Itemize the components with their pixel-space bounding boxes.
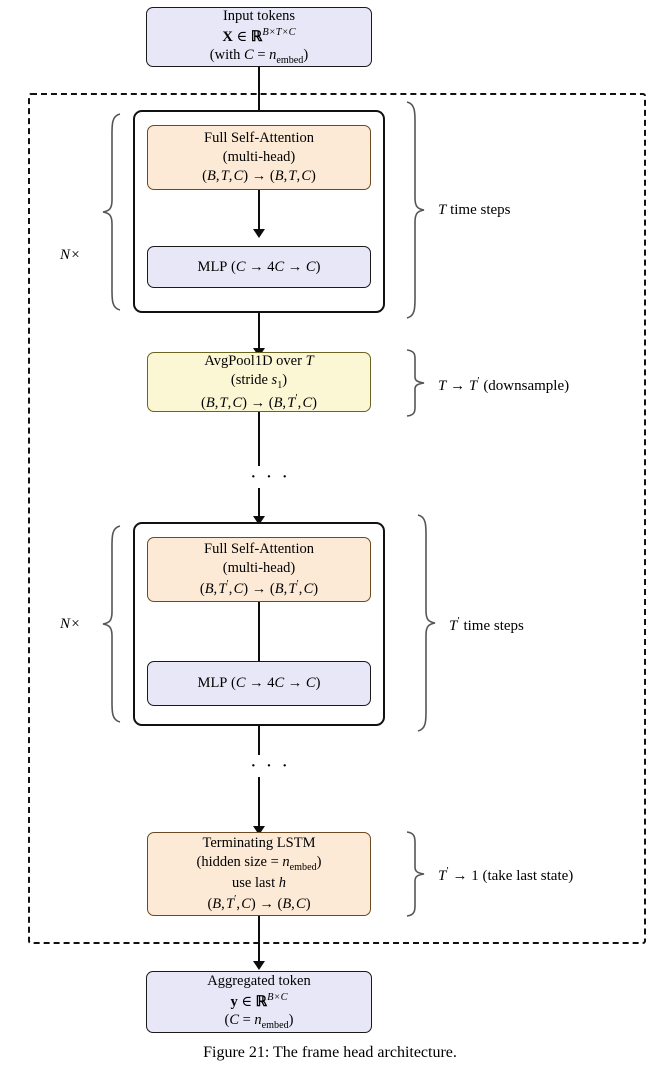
attn1-line1: Full Self-Attention: [204, 130, 314, 147]
lstm-line1: Terminating LSTM: [202, 835, 316, 852]
ellipsis-2: · · ·: [245, 755, 295, 777]
connector-lstm-to-output: [258, 916, 260, 968]
downsample-brace: [405, 348, 427, 418]
full-self-attention-1-box: Full Self-Attention (multi-head) (B, T, …: [147, 125, 371, 190]
arrowhead-lstm-to-output: [253, 961, 265, 970]
connector-attn2-to-mlp2: [258, 602, 260, 662]
repeat-label-2: N ×: [60, 616, 80, 632]
repeating-stack-region: [28, 93, 646, 944]
repeat-label-1: N ×: [60, 247, 80, 263]
attn1-line2: (multi-head): [222, 149, 296, 166]
output-line2: y ∈ ℝB×C: [230, 991, 288, 1010]
full-self-attention-2-box: Full Self-Attention (multi-head) (B, T′,…: [147, 537, 371, 602]
timesteps-brace-1: [405, 100, 427, 320]
downsample-label: T → T′ (downsample): [438, 375, 570, 394]
output-line1: Aggregated token: [207, 972, 311, 989]
last-state-label: T′ → 1 (take last state): [438, 865, 574, 884]
timesteps-label-2: T′ time steps: [449, 615, 524, 634]
lstm-line3: use last h: [232, 875, 286, 892]
repeat-brace-2: [100, 524, 122, 724]
pool-line3: (B, T, C) → (B, T′, C): [201, 392, 317, 411]
mlp2-line1: MLP (C → 4C → C): [197, 675, 321, 692]
connector-input-to-block1: [258, 67, 260, 128]
avgpool1d-box: AvgPool1D over T (stride s1) (B, T, C) →…: [147, 352, 371, 412]
lstm-line2: (hidden size = nembed): [196, 854, 322, 873]
connector-attn1-to-mlp1: [258, 190, 260, 235]
timesteps-brace-2: [416, 513, 438, 733]
attn2-line3: (B, T′, C) → (B, T′, C): [199, 579, 319, 597]
connector-block1-to-pool: [258, 313, 260, 356]
figure-caption: Figure 21: The frame head architecture.: [203, 1044, 457, 1061]
input-tokens-line1: Input tokens: [222, 7, 296, 24]
arrowhead-pool-to-block2: [253, 516, 265, 525]
input-tokens-line2: X ∈ ℝB×T×C: [222, 26, 296, 45]
arrowhead-attn1-to-mlp1: [253, 229, 265, 238]
input-tokens-box: Input tokens X ∈ ℝB×T×C (with C = nembed…: [146, 7, 372, 67]
last-state-brace: [405, 830, 427, 918]
terminating-lstm-box: Terminating LSTM (hidden size = nembed) …: [147, 832, 371, 916]
lstm-line4: (B, T′, C) → (B, C): [207, 894, 311, 912]
attn2-line1: Full Self-Attention: [204, 541, 314, 558]
mlp-2-box: MLP (C → 4C → C): [147, 661, 371, 706]
attn1-line3: (B, T, C) → (B, T, C): [202, 167, 316, 184]
mlp1-line1: MLP (C → 4C → C): [197, 258, 321, 275]
ellipsis-1: · · ·: [245, 466, 295, 488]
arrowhead-block2-to-lstm: [253, 826, 265, 835]
attn2-line2: (multi-head): [222, 560, 296, 577]
output-line3: (C = nembed): [224, 1012, 294, 1032]
pool-line2: (stride s1): [230, 371, 288, 391]
repeat-brace-1: [100, 112, 122, 312]
aggregated-token-box: Aggregated token y ∈ ℝB×C (C = nembed): [146, 971, 372, 1033]
input-tokens-line3: (with C = nembed): [209, 47, 309, 67]
timesteps-label-1: T time steps: [438, 202, 511, 218]
connector-block2-to-lstm: [258, 726, 260, 834]
mlp-1-box: MLP (C → 4C → C): [147, 246, 371, 288]
pool-line1: AvgPool1D over T: [204, 352, 314, 369]
